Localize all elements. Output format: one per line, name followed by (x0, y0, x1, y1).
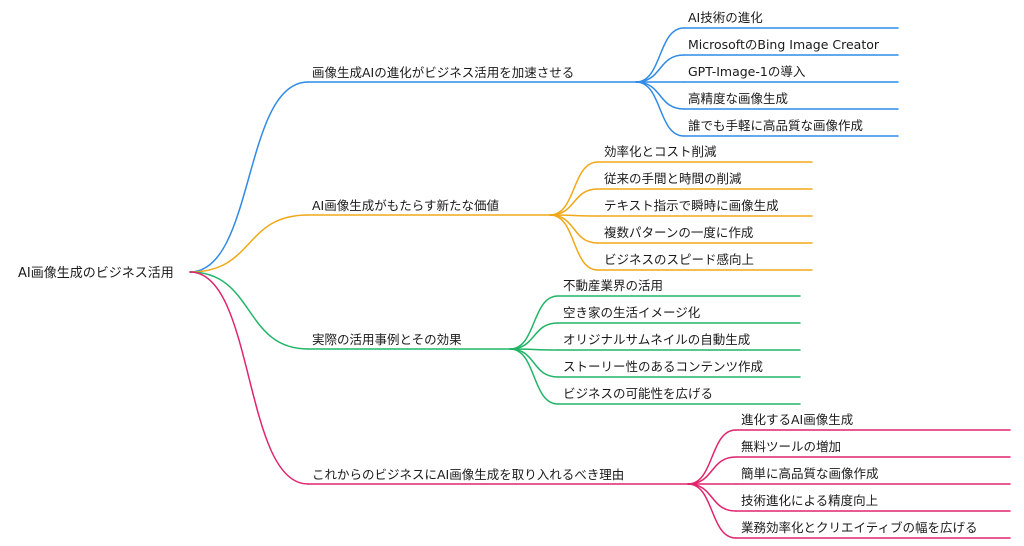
leaf-node-label[interactable]: 無料ツールの増加 (741, 439, 841, 454)
leaf-node-label[interactable]: テキスト指示で瞬時に画像生成 (604, 198, 779, 213)
leaf-node-label[interactable]: オリジナルサムネイルの自動生成 (563, 332, 750, 347)
leaf-node-label[interactable]: GPT-Image-1の導入 (688, 64, 806, 79)
branch-node-label[interactable]: AI画像生成がもたらす新たな価値 (312, 198, 499, 213)
leaf-connector (635, 54, 685, 83)
leaf-node-label[interactable]: 進化するAI画像生成 (741, 412, 853, 427)
leaf-node-label[interactable]: 不動産業界の活用 (563, 278, 663, 293)
leaf-node-label[interactable]: 簡単に高品質な画像作成 (741, 466, 879, 481)
leaf-connector (509, 348, 559, 378)
leaf-node-label[interactable]: 誰でも手軽に高品質な画像作成 (688, 118, 863, 133)
leaf-node-label[interactable]: 効率化とコスト削減 (604, 144, 717, 159)
leaf-node-label[interactable]: AI技術の進化 (688, 10, 763, 25)
leaf-connector (549, 161, 599, 216)
branch-node-label[interactable]: これからのビジネスにAI画像生成を取り入れるべき理由 (312, 467, 624, 482)
leaf-connector (635, 27, 685, 83)
leaf-connector (687, 456, 737, 485)
leaf-connector (635, 81, 685, 110)
leaf-node-label[interactable]: MicrosoftのBing Image Creator (688, 37, 880, 52)
leaf-node-label[interactable]: 技術進化による精度向上 (741, 493, 878, 508)
leaf-connector (549, 188, 599, 216)
root-node-label[interactable]: AI画像生成のビジネス活用 (18, 266, 174, 281)
leaf-connector (509, 295, 559, 350)
leaf-connector (687, 429, 737, 485)
branch-connector (189, 271, 309, 485)
branch-connector (189, 81, 309, 273)
leaf-node-label[interactable]: ビジネスのスピード感向上 (604, 252, 754, 267)
leaf-connector (549, 214, 599, 244)
leaf-connector (687, 483, 737, 539)
leaf-connector (687, 483, 737, 512)
mind-map-nodes: AI画像生成のビジネス活用 画像生成AIの進化がビジネス活用を加速させる AI技術… (18, 10, 978, 535)
leaf-node-label[interactable]: ビジネスの可能性を広げる (563, 386, 713, 401)
branch-connector (189, 271, 309, 350)
mind-map-edges (189, 27, 1011, 539)
branch-node-label[interactable]: 実際の活用事例とその効果 (312, 332, 462, 347)
leaf-node-label[interactable]: 高精度な画像生成 (688, 91, 788, 106)
leaf-connector (509, 322, 559, 350)
leaf-node-label[interactable]: ストーリー性のあるコンテンツ作成 (563, 359, 763, 374)
leaf-connector (635, 81, 685, 137)
leaf-node-label[interactable]: 複数パターンの一度に作成 (604, 225, 753, 240)
leaf-node-label[interactable]: 従来の手間と時間の削減 (604, 171, 742, 186)
leaf-node-label[interactable]: 空き家の生活イメージ化 (563, 305, 701, 320)
leaf-connector (549, 214, 599, 271)
branch-node-label[interactable]: 画像生成AIの進化がビジネス活用を加速させる (312, 65, 574, 80)
leaf-node-label[interactable]: 業務効率化とクリエイティブの幅を広げる (741, 520, 978, 535)
leaf-connector (509, 348, 559, 405)
branch-connector (189, 214, 309, 273)
